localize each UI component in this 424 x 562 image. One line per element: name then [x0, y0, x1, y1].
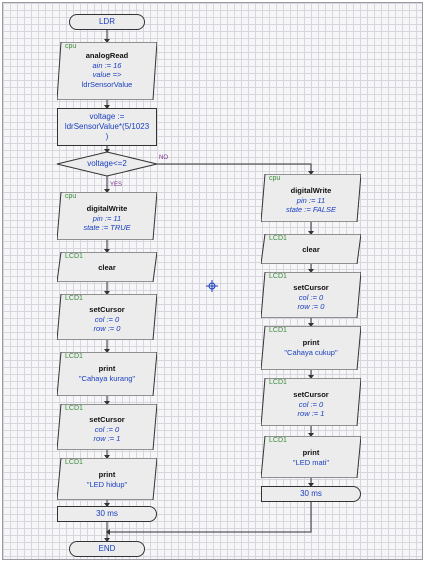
function-name: clear: [98, 263, 116, 272]
left-delay-block[interactable]: 30 ms: [57, 506, 157, 522]
function-name: print: [302, 338, 320, 347]
param-row: row := 1: [93, 434, 121, 443]
assign-line-1: voltage :=: [89, 112, 125, 121]
function-name: setCursor: [293, 283, 329, 292]
block-tag: LCD1: [269, 273, 287, 280]
print-string: "LED hidup": [86, 479, 128, 489]
param-col: col := 0: [94, 314, 120, 324]
function-name: clear: [302, 245, 320, 254]
param-state: state := TRUE: [83, 223, 131, 232]
function-name: print: [98, 470, 116, 479]
assign-line-2: ldrSensorValue*(5/1023: [64, 122, 150, 131]
function-name: setCursor: [89, 305, 125, 314]
param-state: state := FALSE: [285, 205, 337, 214]
block-tag: cpu: [65, 193, 77, 200]
param-col: col := 0: [94, 424, 120, 434]
assign-line-3: ): [105, 132, 109, 141]
end-terminal[interactable]: END: [69, 541, 145, 557]
left-print-2-block[interactable]: LCD1 print "LED hidup": [57, 458, 157, 500]
crosshair-icon: [206, 280, 218, 292]
right-clear-block[interactable]: LCD1 clear: [261, 234, 361, 264]
block-tag: LCD1: [65, 295, 83, 302]
start-terminal[interactable]: LDR: [69, 14, 145, 30]
function-name: digitalWrite: [290, 186, 332, 195]
left-setcursor-2-block[interactable]: LCD1 setCursor col := 0 row := 1: [57, 404, 157, 450]
block-tag: cpu: [65, 43, 77, 50]
param-ain: ain := 16: [92, 60, 122, 70]
param-pin: pin := 11: [296, 195, 326, 205]
function-name: setCursor: [293, 390, 329, 399]
param-col: col := 0: [298, 399, 324, 409]
function-name: setCursor: [89, 415, 125, 424]
function-name: digitalWrite: [86, 204, 128, 213]
block-tag: LCD1: [65, 353, 83, 360]
block-tag: LCD1: [269, 437, 287, 444]
left-clear-block[interactable]: LCD1 clear: [57, 252, 157, 282]
print-string: "LED mati": [292, 457, 330, 467]
block-tag: LCD1: [65, 459, 83, 466]
block-tag: LCD1: [269, 235, 287, 242]
voltage-assign-block[interactable]: voltage := ldrSensorValue*(5/1023 ): [57, 108, 157, 146]
no-label: NO: [159, 155, 168, 161]
param-row: row := 0: [93, 324, 121, 333]
function-name: print: [98, 364, 116, 373]
right-delay-block[interactable]: 30 ms: [261, 486, 361, 502]
print-string: "Cahaya cukup": [284, 347, 338, 357]
yes-label: YES: [110, 182, 123, 188]
left-setcursor-1-block[interactable]: LCD1 setCursor col := 0 row := 0: [57, 294, 157, 340]
param-row: row := 1: [297, 409, 325, 418]
function-name: analogRead: [85, 51, 129, 60]
block-tag: LCD1: [65, 405, 83, 412]
decision-diamond: [56, 151, 158, 177]
param-row: row := 0: [297, 302, 325, 311]
decision-condition[interactable]: voltage<=2: [87, 159, 127, 168]
param-col: col := 0: [298, 292, 324, 302]
param-value: value =>: [92, 70, 122, 79]
right-setcursor-1-block[interactable]: LCD1 setCursor col := 0 row := 0: [261, 272, 361, 318]
right-print-1-block[interactable]: LCD1 print "Cahaya cukup": [261, 326, 361, 370]
analogread-block[interactable]: cpu analogRead ain := 16 value => ldrSen…: [57, 42, 157, 100]
right-digitalwrite-block[interactable]: cpu digitalWrite pin := 11 state := FALS…: [261, 174, 361, 222]
block-tag: cpu: [269, 175, 281, 182]
function-name: print: [302, 448, 320, 457]
left-digitalwrite-block[interactable]: cpu digitalWrite pin := 11 state := TRUE: [57, 192, 157, 240]
param-var: ldrSensorValue: [81, 79, 133, 89]
right-print-2-block[interactable]: LCD1 print "LED mati": [261, 436, 361, 478]
block-tag: LCD1: [269, 327, 287, 334]
param-pin: pin := 11: [92, 213, 122, 223]
right-setcursor-2-block[interactable]: LCD1 setCursor col := 0 row := 1: [261, 378, 361, 426]
block-tag: LCD1: [65, 253, 83, 260]
print-string: "Cahaya kurang": [78, 373, 136, 383]
left-print-1-block[interactable]: LCD1 print "Cahaya kurang": [57, 352, 157, 396]
block-tag: LCD1: [269, 379, 287, 386]
